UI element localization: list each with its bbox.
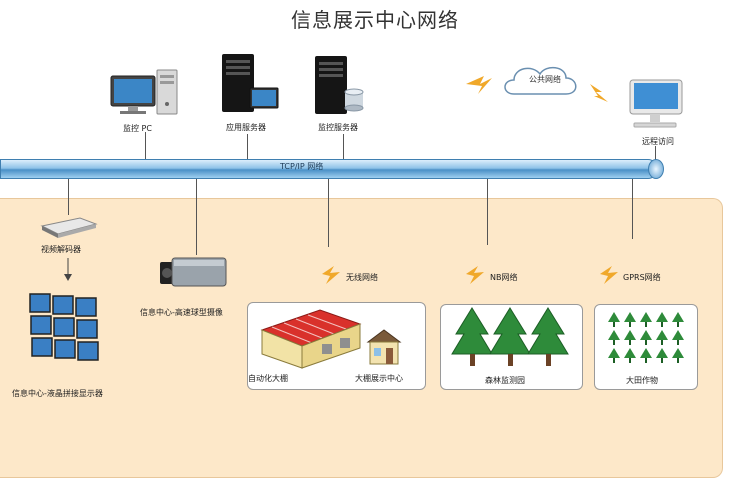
bus-label: TCP/IP 网络 [280, 162, 324, 171]
bus-end-cap [648, 159, 664, 179]
pine-trees-icon [450, 306, 572, 370]
diagram-title: 信息展示中心网络 [291, 8, 459, 32]
crop-plants-icon [606, 310, 686, 370]
camera-label: 信息中心-高速球型摄像 [140, 308, 223, 317]
lightning-icon [598, 264, 620, 286]
connector-line [343, 134, 344, 160]
monitor-pc-label: 监控 PC [123, 124, 152, 133]
monitor-server-label: 监控服务器 [318, 123, 358, 132]
greenhouse-center-label: 大棚展示中心 [355, 374, 403, 383]
wireless-network-label: 无线网络 [346, 273, 378, 282]
connector-line [632, 177, 633, 239]
camera-icon [158, 254, 228, 290]
connector-line [68, 177, 69, 215]
monitor-pc-icon [108, 66, 180, 122]
field-crops-label: 大田作物 [626, 376, 658, 385]
monitor-server-icon [313, 54, 369, 118]
gprs-network-label: GPRS网络 [623, 273, 661, 282]
display-wall-icon [26, 292, 104, 368]
video-decoder-label: 视频解码器 [41, 245, 81, 254]
remote-access-label: 远程访问 [642, 137, 674, 146]
remote-access-computer-icon [626, 78, 688, 134]
connector-line [487, 177, 488, 245]
lightning-icon [320, 264, 342, 286]
public-network-label: 公共网络 [529, 75, 561, 84]
display-wall-label: 信息中心-液晶拼接显示器 [12, 389, 103, 398]
connector-line [196, 177, 197, 255]
greenhouse-auto-label: 自动化大棚 [248, 374, 288, 383]
app-server-label: 应用服务器 [226, 123, 266, 132]
connector-line [328, 177, 329, 247]
tcp-ip-bus [0, 159, 657, 179]
arrow-down-icon [62, 258, 74, 282]
lightning-icon [464, 264, 486, 286]
connector-line [145, 132, 146, 160]
app-server-icon [220, 52, 282, 116]
video-decoder-icon [40, 216, 98, 240]
public-network-cloud-icon [462, 54, 612, 110]
connector-line [655, 146, 656, 160]
nb-network-label: NB网络 [490, 273, 518, 282]
connector-line [247, 134, 248, 160]
forest-monitor-label: 森林监测园 [485, 376, 525, 385]
greenhouse-icon [260, 306, 420, 370]
